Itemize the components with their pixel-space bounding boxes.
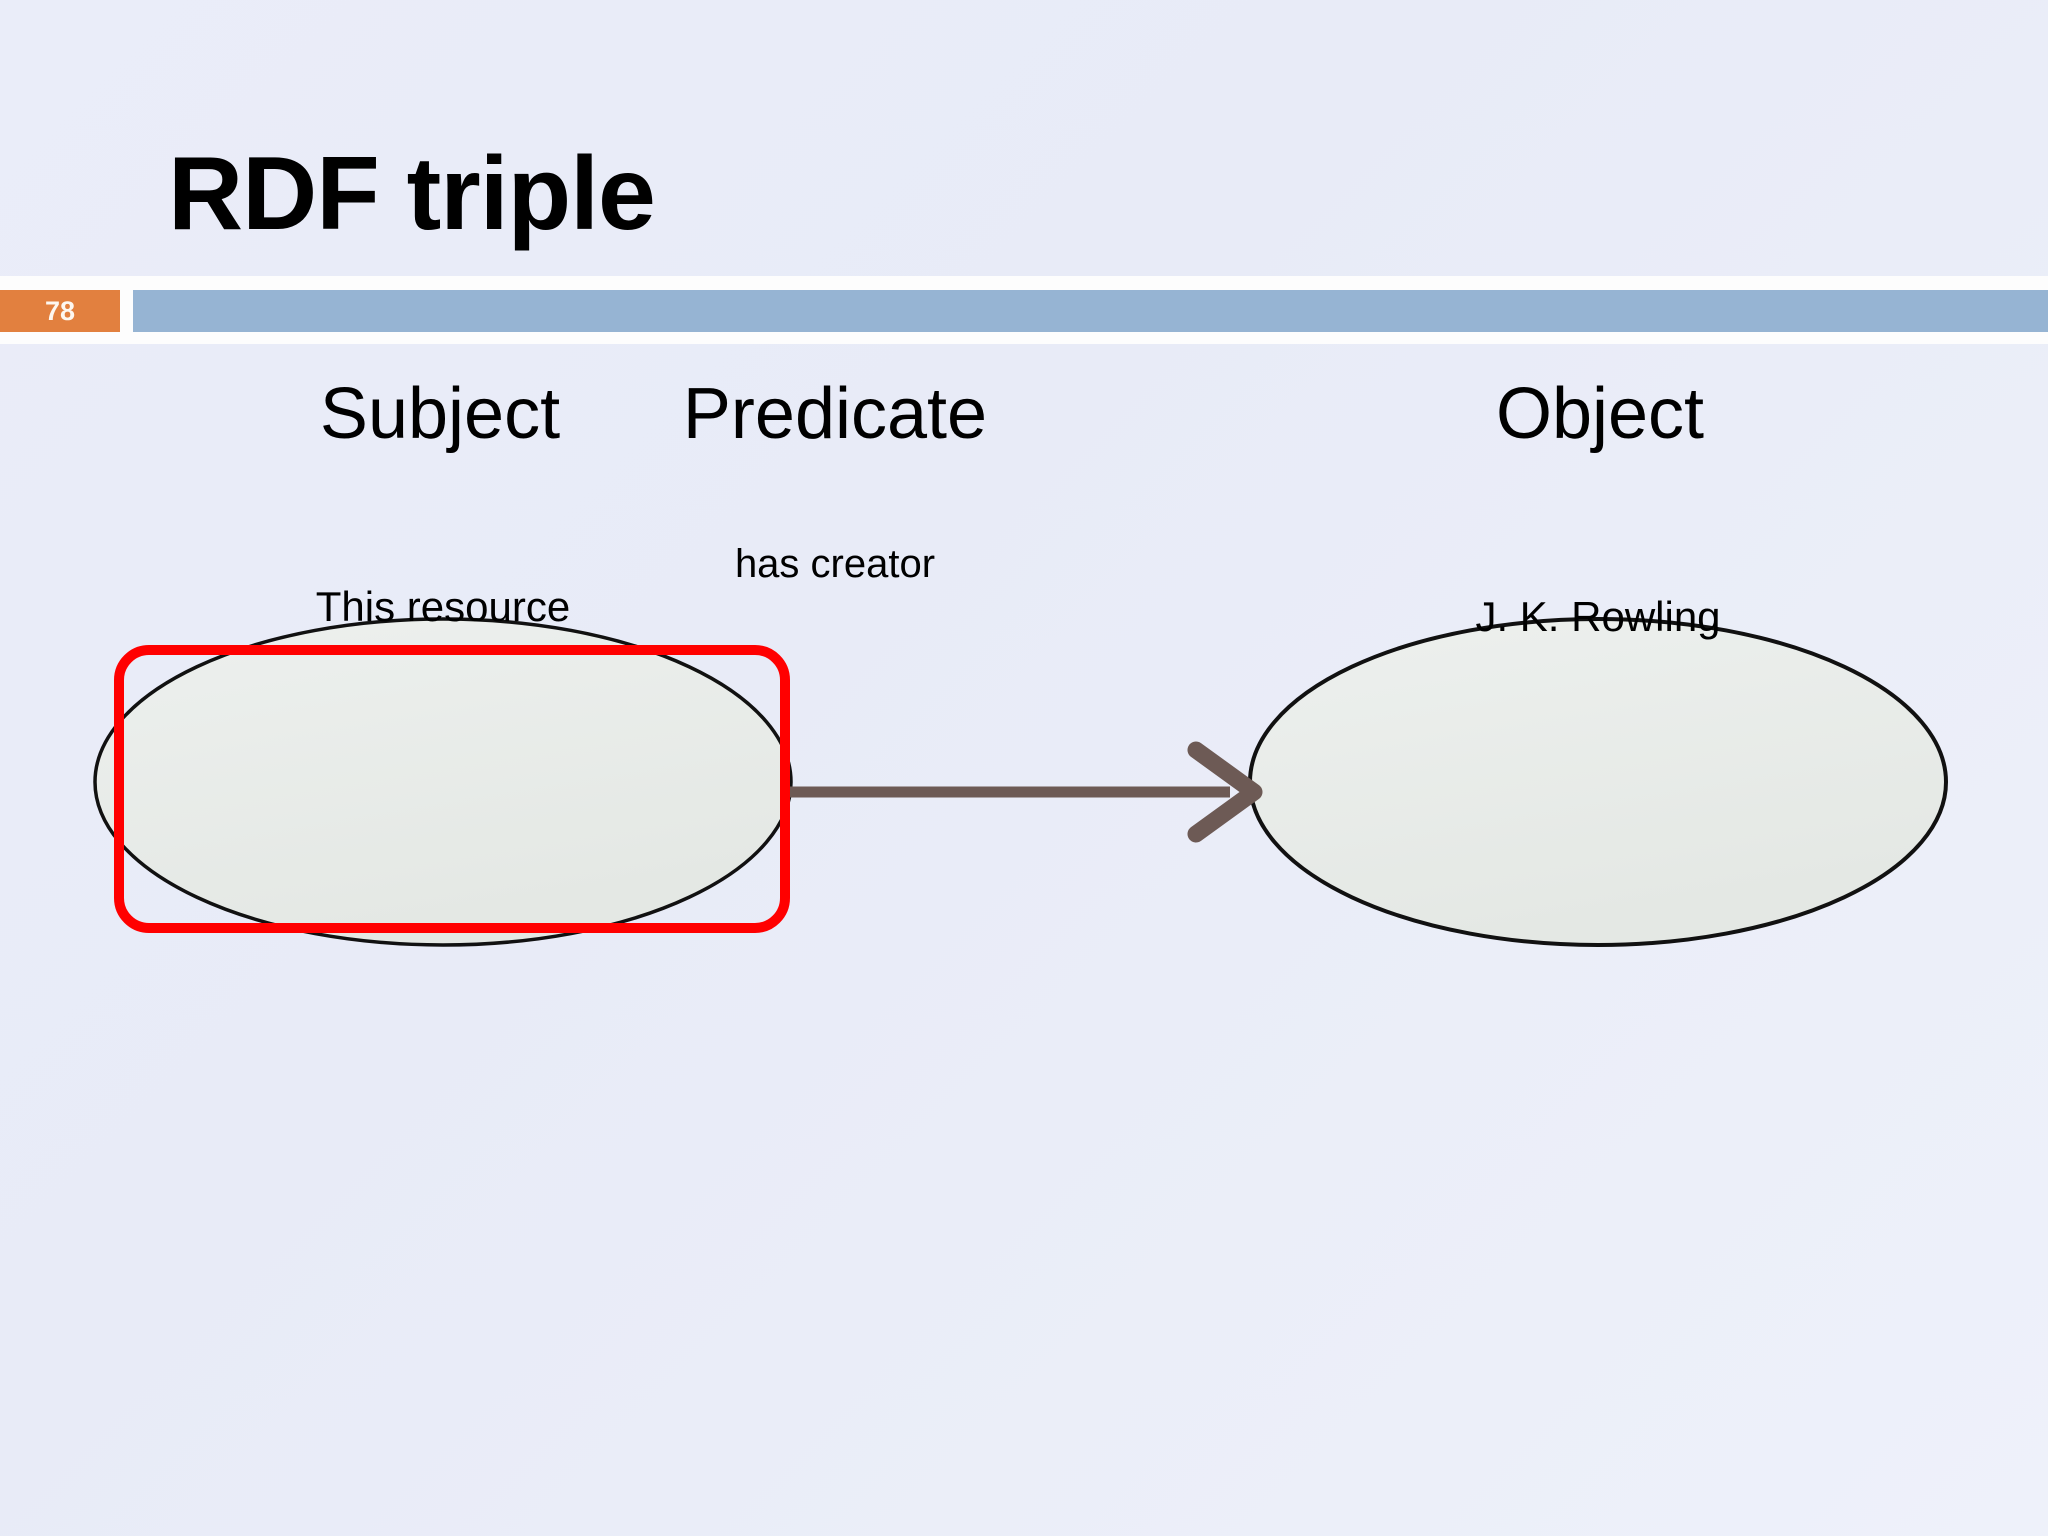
object-node-text: J. K. Rowling <box>1475 593 1721 640</box>
subject-ellipse[interactable] <box>93 617 793 947</box>
diagram-svg <box>93 617 1948 947</box>
object-role-label: Object <box>1495 374 1705 454</box>
subject-node-text: This resource <box>315 583 571 630</box>
predicate-edge-label: has creator <box>734 542 936 586</box>
page-title: RDF triple <box>168 135 656 252</box>
subject-highlight-rect <box>114 645 790 933</box>
slide-number-badge: 78 <box>0 290 120 332</box>
subject-role-label: Subject <box>319 374 561 454</box>
predicate-arrow-head <box>1187 741 1263 843</box>
predicate-role-label: Predicate <box>682 374 988 454</box>
header-accent-bar <box>133 290 2048 332</box>
object-ellipse[interactable] <box>1248 617 1948 947</box>
rdf-triple-diagram: Subject Predicate Object has creator Thi… <box>0 344 2048 1536</box>
